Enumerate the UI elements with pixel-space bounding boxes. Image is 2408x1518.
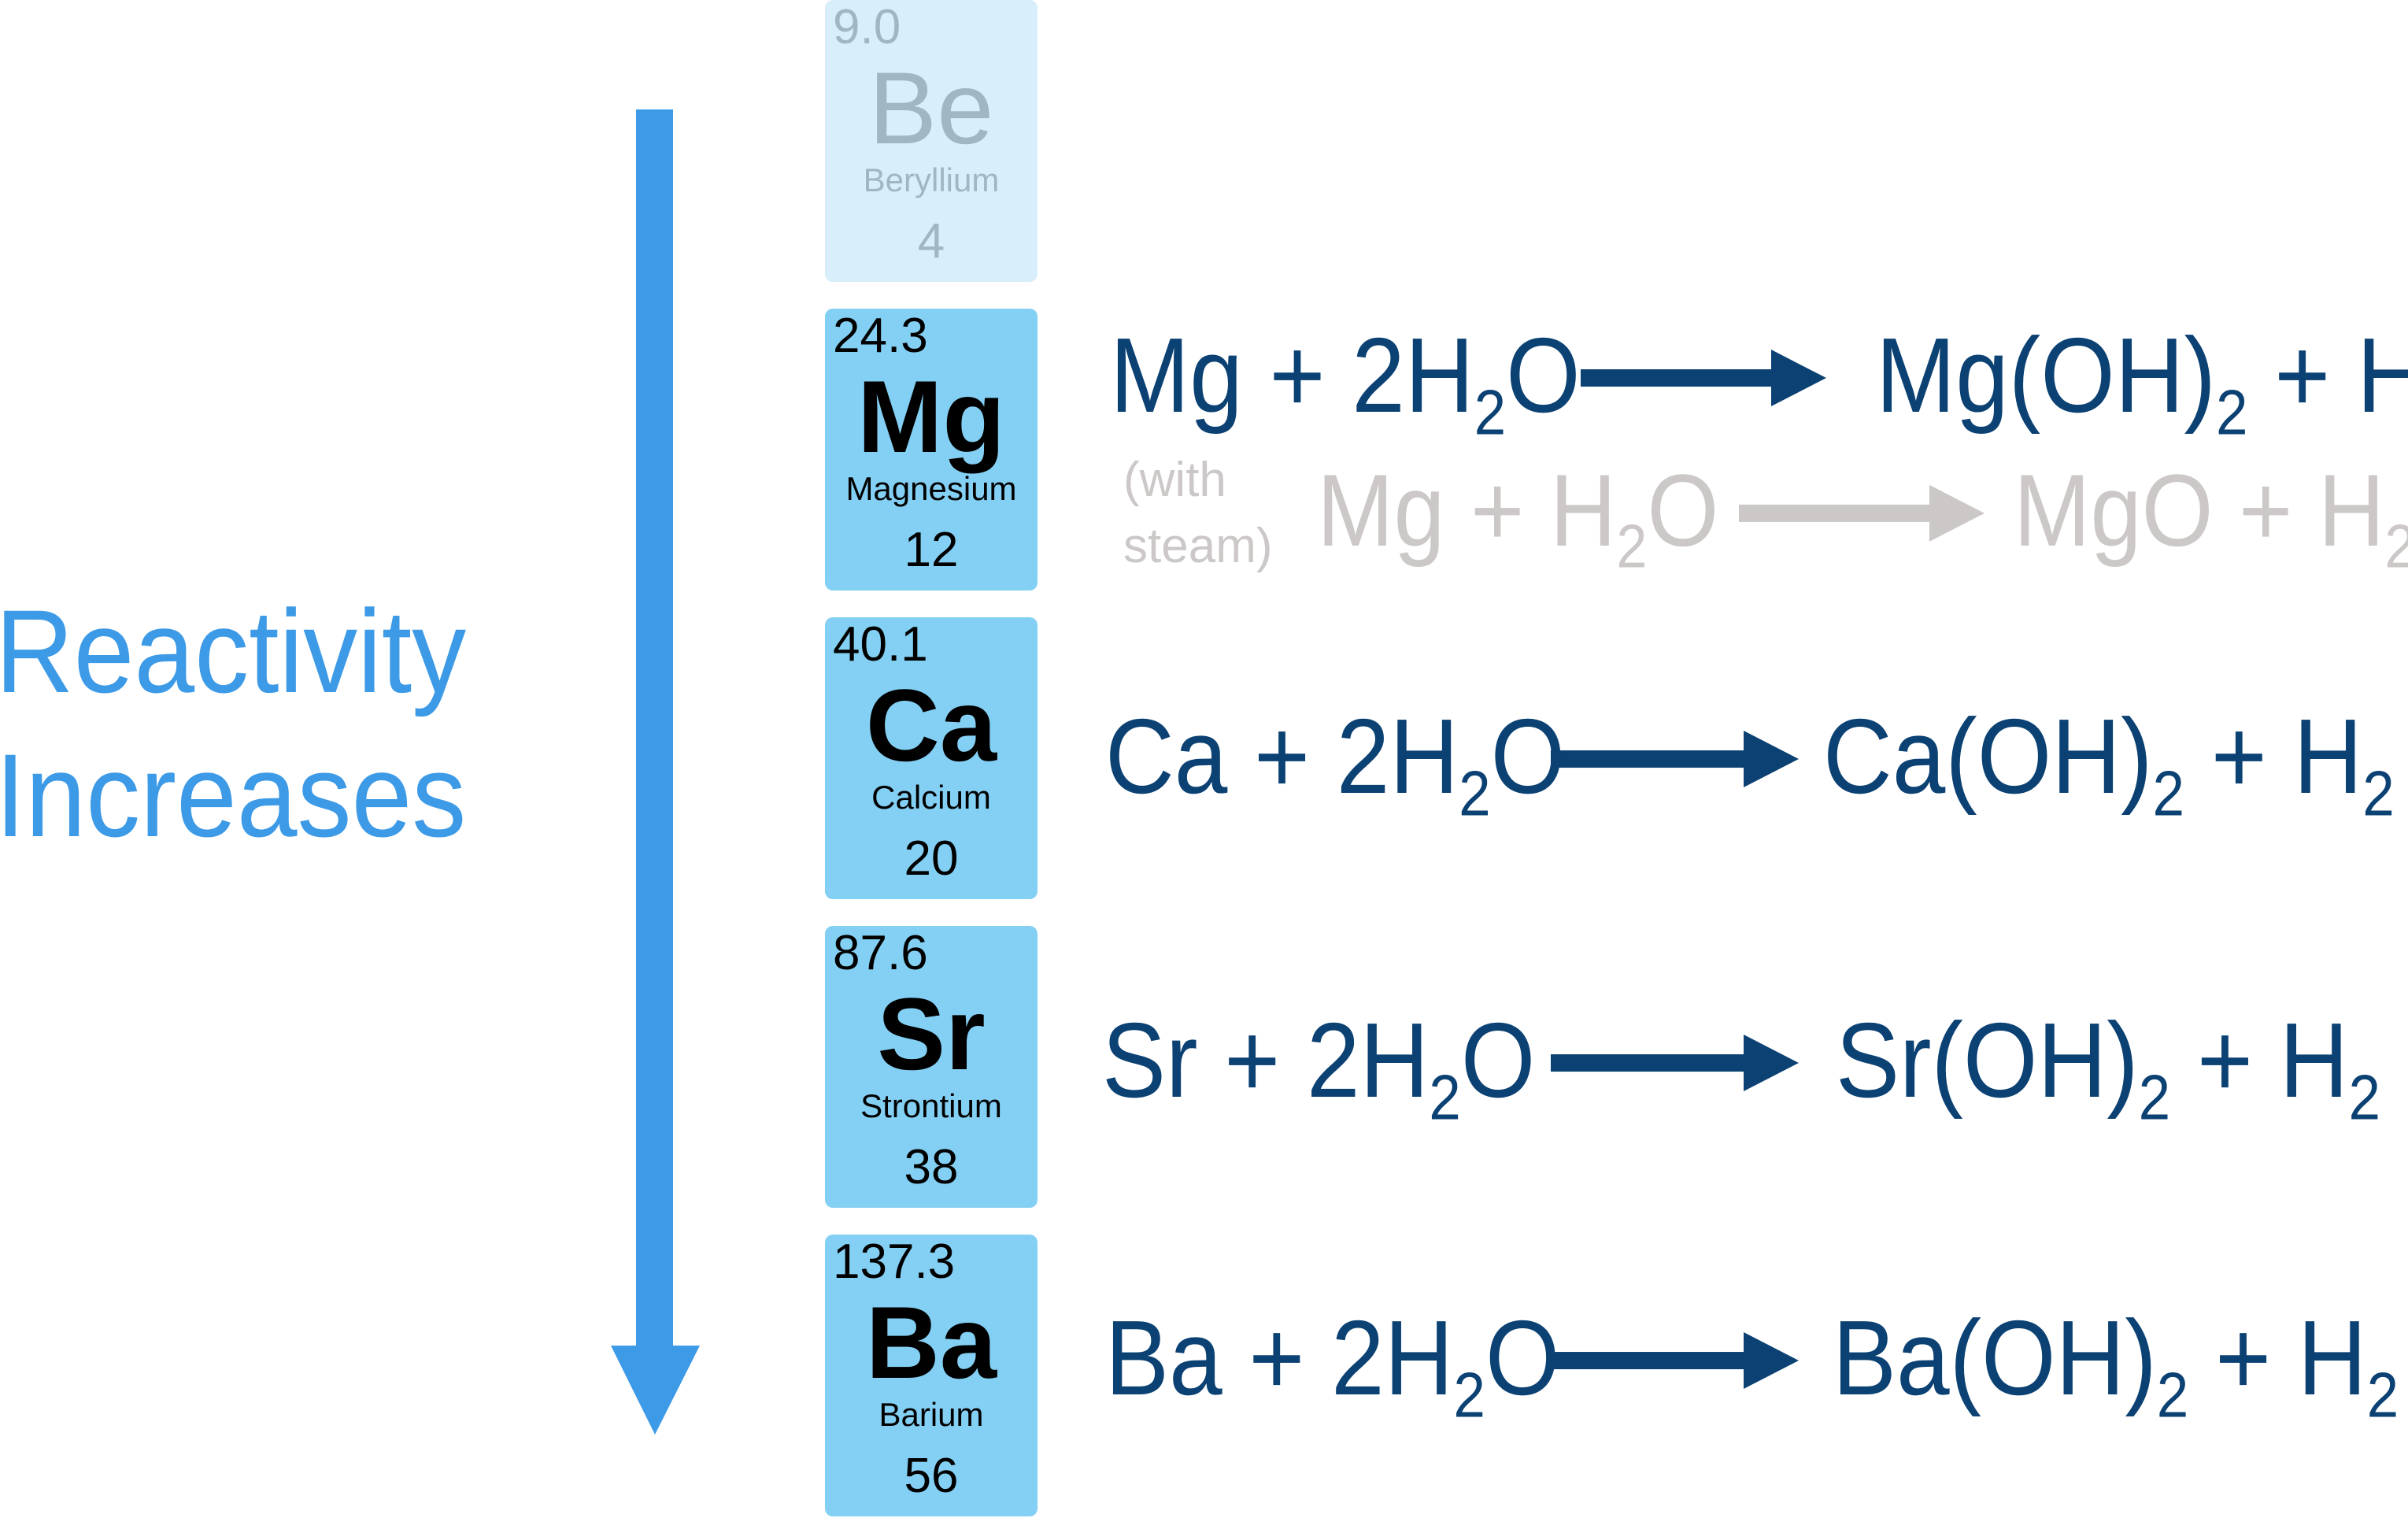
formula-text: + H (2170, 1000, 2349, 1120)
steam-note-line1: (with (1123, 453, 1226, 507)
reaction-arrows (1551, 350, 1984, 1390)
element-tile-magnesium: 24.3 Mg Magnesium 12 (825, 309, 1038, 591)
element-tile-strontium: 87.6 Sr Strontium 38 (825, 926, 1038, 1208)
element-name: Magnesium (845, 470, 1017, 507)
reaction-arrow-head (1744, 731, 1799, 788)
reaction-arrow-shaft (1581, 369, 1779, 387)
element-name: Calcium (871, 779, 991, 816)
subscript: 2 (2156, 1359, 2189, 1431)
equation-reactants: Mg + 2H2O (1110, 322, 1581, 445)
reaction-arrow-shaft (1551, 1352, 1751, 1370)
formula-text: Ba + 2H (1105, 1298, 1454, 1417)
atomic-number: 4 (917, 214, 945, 268)
steam-note-line2: steam) (1123, 519, 1273, 573)
reaction-arrow-head (1771, 350, 1826, 407)
reaction-arrow-shaft (1739, 504, 1937, 522)
element-symbol: Sr (877, 976, 986, 1091)
equation-products: Ca(OH)2 + H2 (1823, 703, 2395, 826)
subscript: 2 (1459, 757, 1491, 829)
formula-text: Mg + H (1317, 453, 1617, 568)
equation-reactants: Ba + 2H2O (1105, 1305, 1559, 1427)
atomic-mass: 137.3 (833, 1235, 956, 1289)
reactivity-arrow-shaft (636, 109, 673, 1353)
element-symbol: Ca (865, 668, 997, 783)
equation-products: MgO + H2 (2014, 459, 2408, 576)
atomic-number: 38 (904, 1140, 959, 1194)
atomic-number: 12 (904, 523, 959, 577)
formula-text: Sr(OH) (1836, 1000, 2139, 1120)
formula-text: + H (2184, 696, 2363, 816)
equation-products: Mg(OH)2 + H2 (1876, 322, 2408, 445)
subscript: 2 (2362, 757, 2395, 829)
reaction-arrow-head (1744, 1035, 1799, 1092)
reaction-arrow-head (1929, 484, 1984, 542)
element-tile-beryllium: 9.0 Be Beryllium 4 (825, 0, 1038, 282)
element-name: Strontium (860, 1087, 1002, 1124)
subscript: 2 (1616, 511, 1648, 581)
atomic-mass: 87.6 (833, 926, 928, 980)
reaction-arrow-head (1744, 1332, 1799, 1390)
atomic-number: 56 (904, 1449, 959, 1503)
equation-reactants: Ca + 2H2O (1105, 703, 1565, 826)
subscript: 2 (2215, 376, 2248, 448)
formula-text: Sr + 2H (1102, 1000, 1430, 1120)
subscript: 2 (2348, 1061, 2381, 1133)
atomic-mass: 40.1 (833, 617, 928, 672)
formula-text: O (1506, 315, 1581, 435)
equation-products: Sr(OH)2 + H2 (1836, 1007, 2380, 1130)
element-name: Barium (878, 1396, 984, 1433)
reactivity-label-line1: Reactivity (0, 585, 467, 717)
formula-text: + H (2274, 315, 2408, 435)
subscript: 2 (2138, 1061, 2171, 1133)
element-symbol: Be (868, 50, 994, 165)
subscript: 2 (1474, 376, 1507, 448)
subscript: 2 (1453, 1359, 1485, 1431)
element-tile-barium: 137.3 Ba Barium 56 (825, 1235, 1038, 1516)
formula-text: O (1460, 1000, 1536, 1120)
equation-reactants: Mg + H2O (1317, 459, 1718, 576)
reactivity-label-line2: Increases (0, 729, 467, 861)
element-name: Beryllium (863, 161, 1000, 198)
subscript: 2 (2366, 1359, 2399, 1431)
atomic-mass: 9.0 (833, 0, 901, 54)
steam-note: (with steam) (1123, 447, 1272, 579)
formula-text: O (1485, 1298, 1560, 1417)
element-tile-calcium: 40.1 Ca Calcium 20 (825, 617, 1038, 899)
reactivity-arrow-head (611, 1346, 700, 1435)
reaction-arrow-shaft (1551, 750, 1751, 768)
formula-text: + H (2188, 1298, 2367, 1417)
reaction-arrow-shaft (1551, 1054, 1751, 1072)
formula-text: Ca(OH) (1823, 696, 2153, 816)
equation-products: Ba(OH)2 + H2 (1833, 1305, 2399, 1427)
subscript: 2 (1429, 1061, 1461, 1133)
formula-text: O (1490, 696, 1566, 816)
atomic-number: 20 (904, 831, 959, 886)
subscript: 2 (2384, 511, 2408, 580)
formula-text: Mg + 2H (1110, 315, 1474, 435)
formula-text: Mg(OH) (1876, 315, 2216, 435)
element-symbol: Mg (857, 359, 1005, 474)
subscript: 2 (2152, 757, 2185, 829)
formula-text: MgO + H (2014, 453, 2385, 568)
equation-reactants: Sr + 2H2O (1102, 1007, 1535, 1130)
formula-text: O (1647, 453, 1719, 568)
element-symbol: Ba (865, 1285, 997, 1400)
formula-text: Ba(OH) (1833, 1298, 2157, 1417)
atomic-mass: 24.3 (833, 309, 928, 363)
formula-text: Ca + 2H (1105, 696, 1459, 816)
